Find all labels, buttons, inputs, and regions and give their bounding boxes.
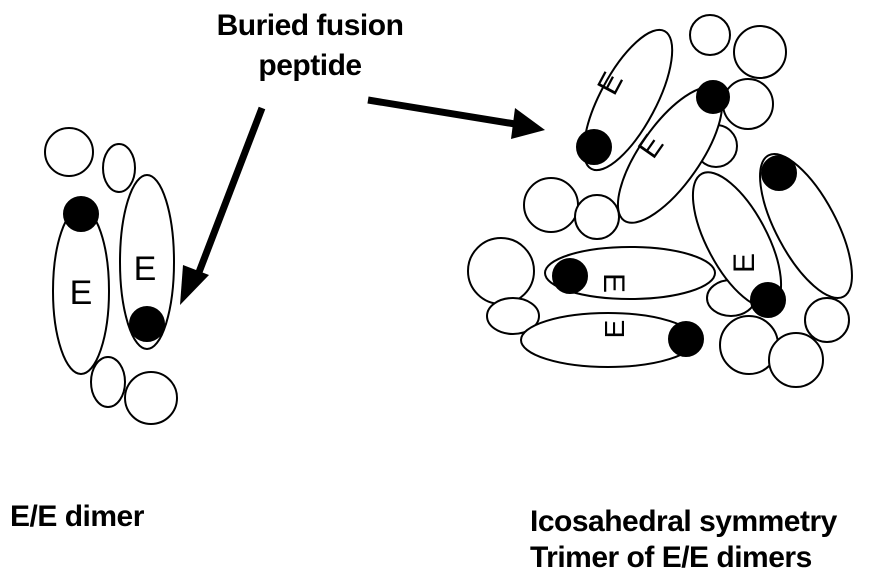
domain-circle <box>91 357 125 407</box>
trimer-caption-line-1: Icosahedral symmetry <box>530 504 837 540</box>
dimer-caption: E/E dimer <box>10 500 144 534</box>
domain-circle <box>103 144 135 192</box>
domain-circle <box>524 178 578 232</box>
domain-circle <box>723 79 773 129</box>
fusion-peptide-dot <box>697 81 729 113</box>
domain-circle <box>734 26 786 78</box>
fusion-peptide-dot <box>577 130 611 164</box>
domain-circle <box>468 238 534 304</box>
fusion-peptide-dot <box>762 156 796 190</box>
domain-circle <box>769 333 823 387</box>
domain-circle <box>690 15 730 55</box>
e-protein-label: E <box>134 250 157 288</box>
arrow-to-dimer <box>180 108 262 305</box>
e-protein-label: E <box>599 320 630 339</box>
fusion-peptide-dot <box>669 322 703 356</box>
e-protein-label: E <box>728 253 761 273</box>
domain-circle <box>45 128 93 176</box>
arrow-to-trimer <box>368 100 545 139</box>
e-protein-label: E <box>70 274 93 312</box>
fusion-peptide-dot <box>64 197 98 231</box>
fusion-peptide-dot <box>130 307 164 341</box>
ee-trimer <box>468 15 870 387</box>
ee-dimer <box>45 128 177 424</box>
trimer-caption: Icosahedral symmetry Trimer of E/E dimer… <box>530 504 837 576</box>
e-protein-label: E <box>597 273 630 293</box>
domain-circle <box>805 298 849 342</box>
fusion-peptide-dot <box>553 259 587 293</box>
domain-circle <box>575 195 619 239</box>
trimer-caption-line-2: Trimer of E/E dimers <box>530 540 837 576</box>
fusion-peptide-dot <box>751 283 785 317</box>
domain-circle <box>125 372 177 424</box>
